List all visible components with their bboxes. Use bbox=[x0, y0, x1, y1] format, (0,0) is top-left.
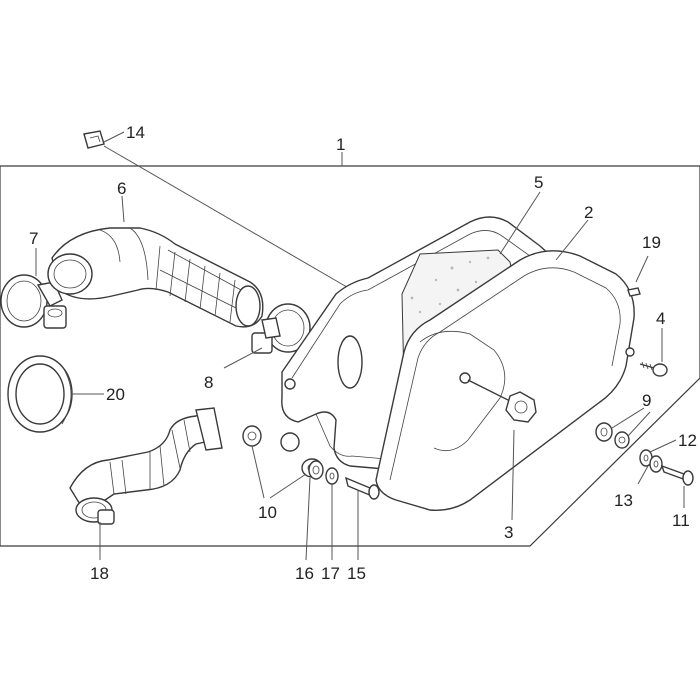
callout-2: 2 bbox=[584, 203, 593, 222]
callout-10: 10 bbox=[258, 503, 277, 522]
callout-labels: 1 2 3 4 5 6 7 8 9 10 11 12 13 14 15 16 1… bbox=[29, 123, 697, 583]
callout-3: 3 bbox=[504, 523, 513, 542]
callout-11: 11 bbox=[672, 511, 690, 530]
callout-20: 20 bbox=[106, 385, 125, 404]
callout-16: 16 bbox=[295, 564, 314, 583]
part-20-rubber-ring bbox=[7, 355, 104, 433]
callout-5: 5 bbox=[534, 173, 543, 192]
callout-9: 9 bbox=[642, 391, 651, 410]
part-16-washer bbox=[305, 460, 324, 561]
part-8-hose-clamp bbox=[223, 303, 311, 369]
part-13-washer bbox=[637, 455, 663, 485]
part-14-clip bbox=[83, 130, 353, 291]
callout-8: 8 bbox=[204, 373, 213, 392]
callout-18: 18 bbox=[90, 564, 109, 583]
callout-17: 17 bbox=[321, 564, 340, 583]
callout-19: 19 bbox=[642, 233, 661, 252]
part-9-washers bbox=[595, 407, 651, 449]
part-18-connecting-hose bbox=[69, 407, 223, 560]
part-6-intake-hose bbox=[47, 195, 264, 328]
part-17-washer bbox=[325, 467, 339, 560]
part-2-air-box-cover bbox=[375, 219, 635, 511]
callout-13: 13 bbox=[614, 491, 633, 510]
part-15-bolt bbox=[344, 476, 380, 560]
callout-4: 4 bbox=[656, 309, 665, 328]
part-11-bolt bbox=[660, 464, 694, 508]
assembly-frame bbox=[0, 152, 700, 547]
part-3-knob-screw bbox=[467, 379, 537, 521]
callout-1: 1 bbox=[336, 135, 345, 154]
callout-6: 6 bbox=[117, 179, 126, 198]
callout-7: 7 bbox=[29, 229, 38, 248]
callout-15: 15 bbox=[347, 564, 366, 583]
part-19-pin bbox=[627, 255, 649, 297]
callout-12: 12 bbox=[678, 431, 697, 450]
callout-14: 14 bbox=[126, 123, 145, 142]
part-4-screw bbox=[639, 328, 668, 377]
